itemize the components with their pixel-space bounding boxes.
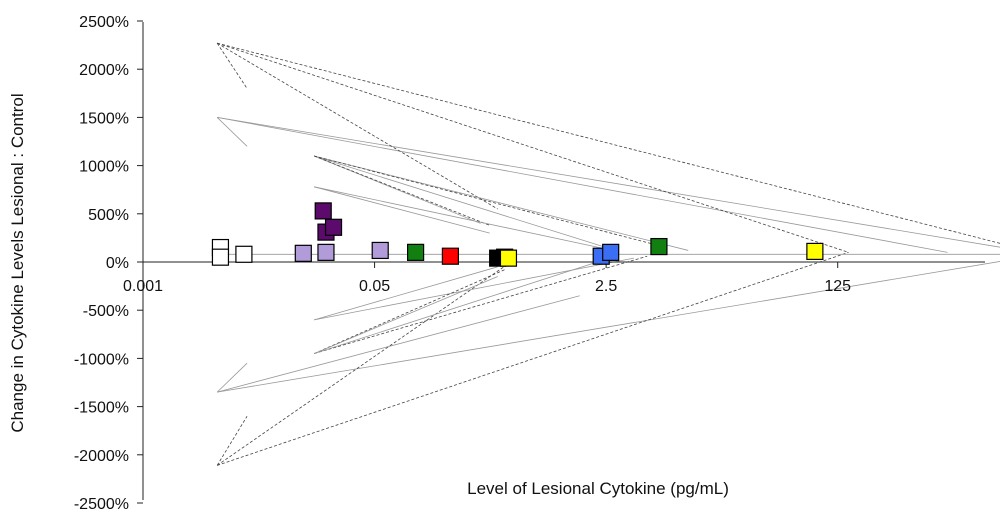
y-tick-label: 1500% bbox=[79, 110, 129, 127]
y-tick-label: 500% bbox=[88, 207, 129, 224]
reference-line bbox=[313, 258, 607, 354]
reference-line bbox=[313, 155, 663, 247]
reference-line bbox=[313, 155, 481, 224]
reference-line bbox=[216, 261, 512, 466]
reference-line bbox=[313, 266, 498, 321]
y-tick-label: -2500% bbox=[74, 496, 129, 513]
reference-line bbox=[216, 416, 248, 466]
data-point bbox=[407, 243, 425, 261]
reference-line bbox=[313, 155, 490, 226]
data-point bbox=[324, 218, 343, 236]
reference-line bbox=[313, 155, 689, 251]
x-tick-label: 0.001 bbox=[123, 278, 163, 295]
data-points bbox=[211, 202, 824, 267]
reference-line bbox=[216, 117, 248, 147]
y-tick-label: 0% bbox=[106, 255, 129, 272]
reference-line bbox=[216, 42, 248, 89]
y-ticks: 2500% 2000% 1500% 1000% 500% 0% -500% -1000% -15… bbox=[74, 14, 143, 513]
data-point bbox=[650, 237, 668, 256]
reference-line bbox=[217, 251, 849, 466]
x-ticks: 0.001 0.05 2.5 125 bbox=[123, 262, 851, 295]
reference-lines bbox=[216, 42, 1000, 466]
reference-line bbox=[313, 276, 498, 354]
x-axis-title: Level of Lesional Cytokine (pg/mL) bbox=[467, 479, 729, 498]
y-tick-label: 2000% bbox=[79, 62, 129, 79]
reference-line bbox=[313, 155, 607, 248]
axes bbox=[142, 22, 985, 500]
reference-line bbox=[217, 42, 1000, 244]
data-point bbox=[499, 249, 518, 267]
y-tick-label: -1500% bbox=[74, 400, 129, 417]
x-tick-label: 125 bbox=[824, 278, 851, 295]
reference-line bbox=[313, 255, 648, 354]
y-axis-title: Change in Cytokine Levels Lesional : Con… bbox=[8, 93, 27, 432]
x-tick-label: 0.05 bbox=[359, 278, 390, 295]
data-point bbox=[441, 247, 459, 265]
y-tick-label: 1000% bbox=[79, 159, 129, 176]
reference-line bbox=[216, 362, 248, 393]
x-tick-label: 2.5 bbox=[595, 278, 617, 295]
data-point bbox=[602, 243, 620, 261]
y-tick-label: 2500% bbox=[79, 14, 129, 31]
reference-line bbox=[313, 186, 490, 234]
data-point bbox=[806, 242, 824, 260]
data-point bbox=[235, 245, 253, 263]
reference-line bbox=[314, 257, 635, 321]
reference-line bbox=[217, 117, 948, 253]
reference-line bbox=[217, 261, 1000, 393]
y-tick-label: -500% bbox=[83, 303, 129, 320]
reference-line bbox=[217, 295, 580, 393]
data-point bbox=[314, 202, 332, 220]
reference-line bbox=[314, 186, 609, 250]
data-point bbox=[294, 244, 312, 262]
y-tick-label: -1000% bbox=[74, 351, 129, 368]
data-point bbox=[317, 243, 335, 261]
reference-line bbox=[216, 42, 498, 210]
reference-line bbox=[217, 117, 1000, 248]
data-point bbox=[371, 241, 389, 260]
data-point bbox=[211, 248, 230, 266]
reference-line bbox=[217, 42, 849, 253]
y-tick-label: -2000% bbox=[74, 448, 129, 465]
